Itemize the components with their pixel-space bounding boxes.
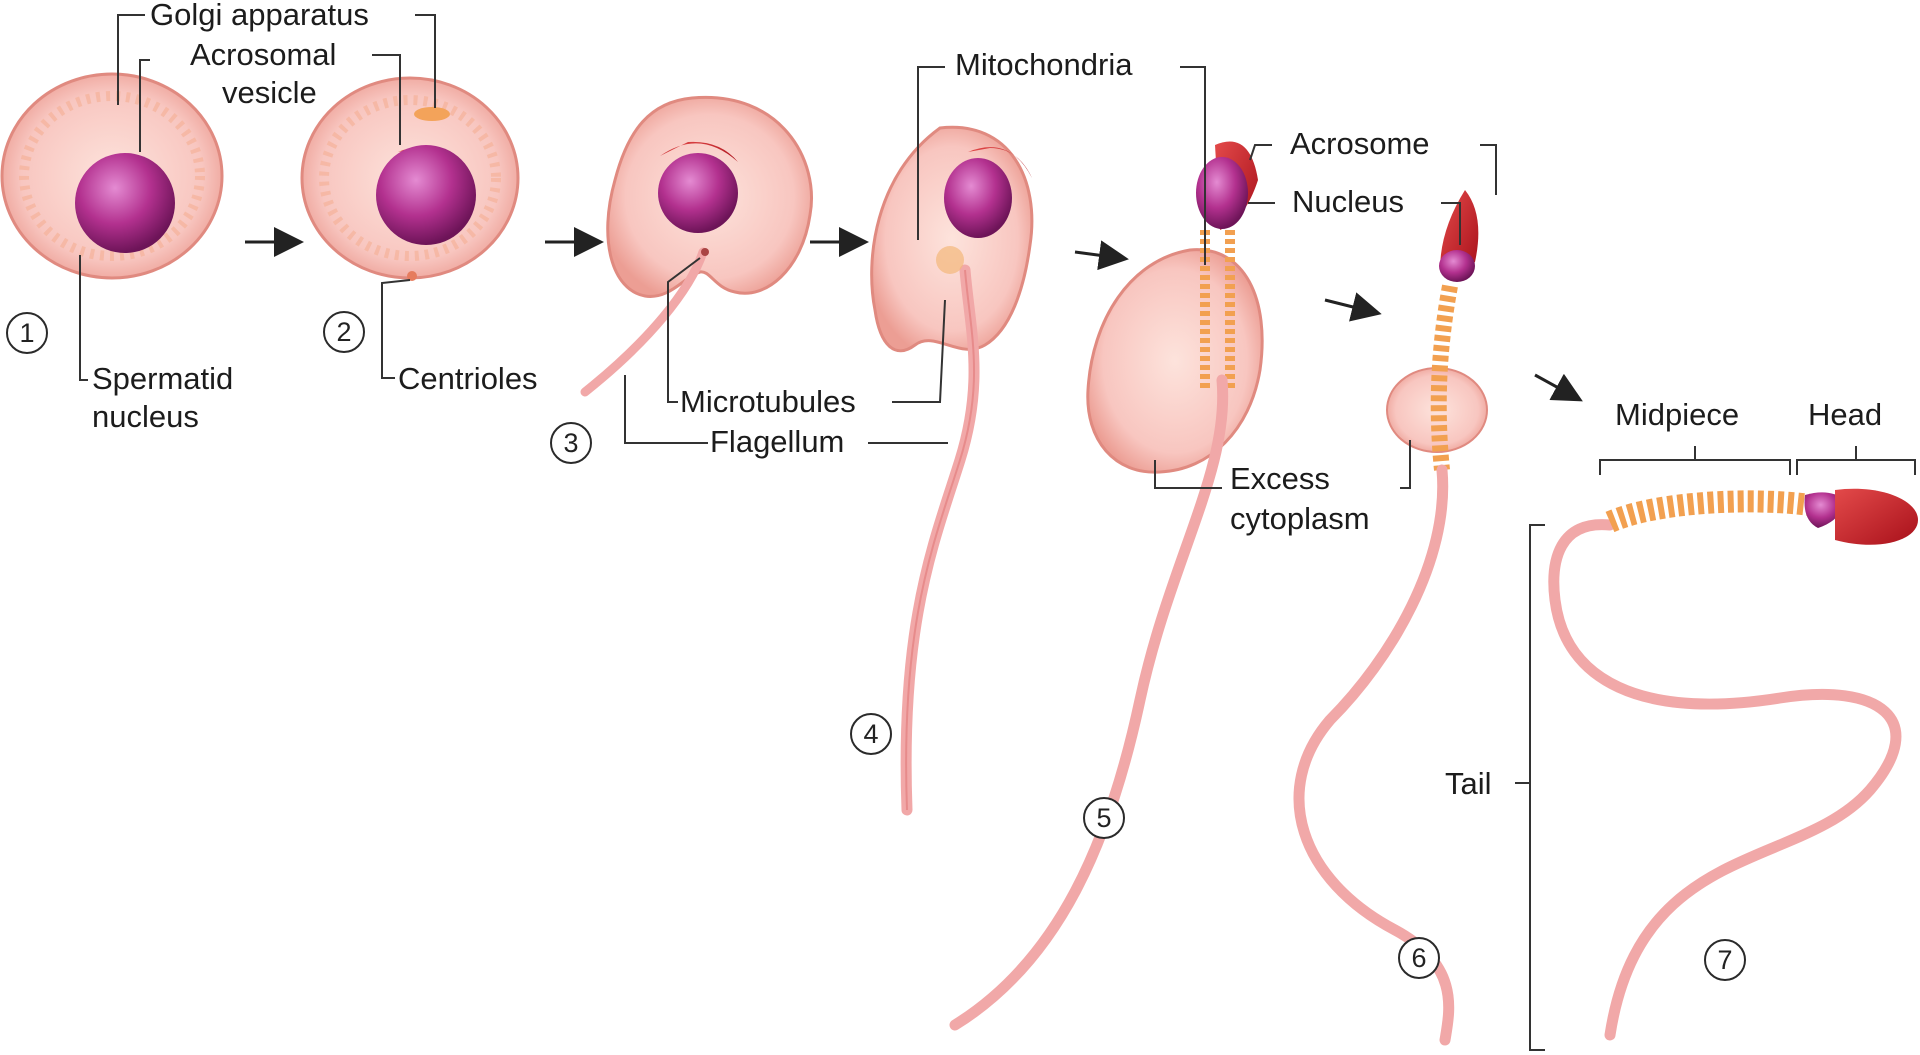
label-excess-cytoplasm-line1: Excess (1230, 460, 1330, 498)
leader-acrosome-5 (1250, 145, 1272, 160)
label-spermatid-nucleus-line1: Spermatid (92, 360, 233, 398)
stage-number-7: 7 (1704, 939, 1746, 981)
label-acrosomal-vesicle-line1: Acrosomal (190, 36, 336, 74)
flagellum-5 (955, 380, 1223, 1025)
stage-6-cell (1299, 190, 1487, 1040)
label-tail: Tail (1445, 765, 1492, 803)
spermatid-nucleus (75, 153, 175, 253)
arrow-4-5 (1075, 252, 1120, 258)
head-7 (1835, 489, 1918, 545)
arrow-6-7 (1535, 375, 1575, 397)
flagellum-4 (906, 270, 974, 810)
arrow-5-6 (1325, 300, 1373, 312)
leader-acrosome-6 (1480, 145, 1496, 195)
stage-number-3: 3 (550, 422, 592, 464)
label-golgi-apparatus: Golgi apparatus (150, 0, 369, 34)
leader-mitochondria-5 (1180, 67, 1205, 265)
label-spermatid-nucleus-line2: nucleus (92, 398, 199, 436)
stage-number-6: 6 (1398, 937, 1440, 979)
label-midpiece: Midpiece (1615, 396, 1739, 434)
stage-2-cell (302, 78, 518, 281)
label-centrioles: Centrioles (398, 360, 538, 398)
label-acrosome: Acrosome (1290, 125, 1430, 163)
stage-1-cell (2, 74, 222, 278)
label-flagellum: Flagellum (710, 423, 844, 461)
label-acrosomal-vesicle-line2: vesicle (222, 74, 317, 112)
label-mitochondria: Mitochondria (955, 46, 1132, 84)
label-head: Head (1808, 396, 1882, 434)
stage-number-1: 1 (6, 312, 48, 354)
stage-3-cell (585, 97, 812, 392)
excess-cytoplasm-5 (1088, 250, 1262, 472)
nucleus-2 (376, 145, 476, 245)
stage-number-4: 4 (850, 713, 892, 755)
midpiece-bracket (1600, 460, 1790, 475)
stage-number-5: 5 (1083, 797, 1125, 839)
stage-4-cell (872, 127, 1032, 810)
stage-number-2: 2 (323, 311, 365, 353)
label-excess-cytoplasm-line2: cytoplasm (1230, 500, 1370, 538)
head-bracket (1797, 460, 1915, 475)
label-microtubules: Microtubules (680, 383, 856, 421)
leader-excess-cytoplasm-6 (1400, 440, 1410, 488)
label-nucleus: Nucleus (1292, 183, 1404, 221)
tail-bracket (1530, 525, 1545, 1050)
midpiece-7 (1610, 501, 1810, 522)
golgi-apparatus (414, 107, 450, 121)
